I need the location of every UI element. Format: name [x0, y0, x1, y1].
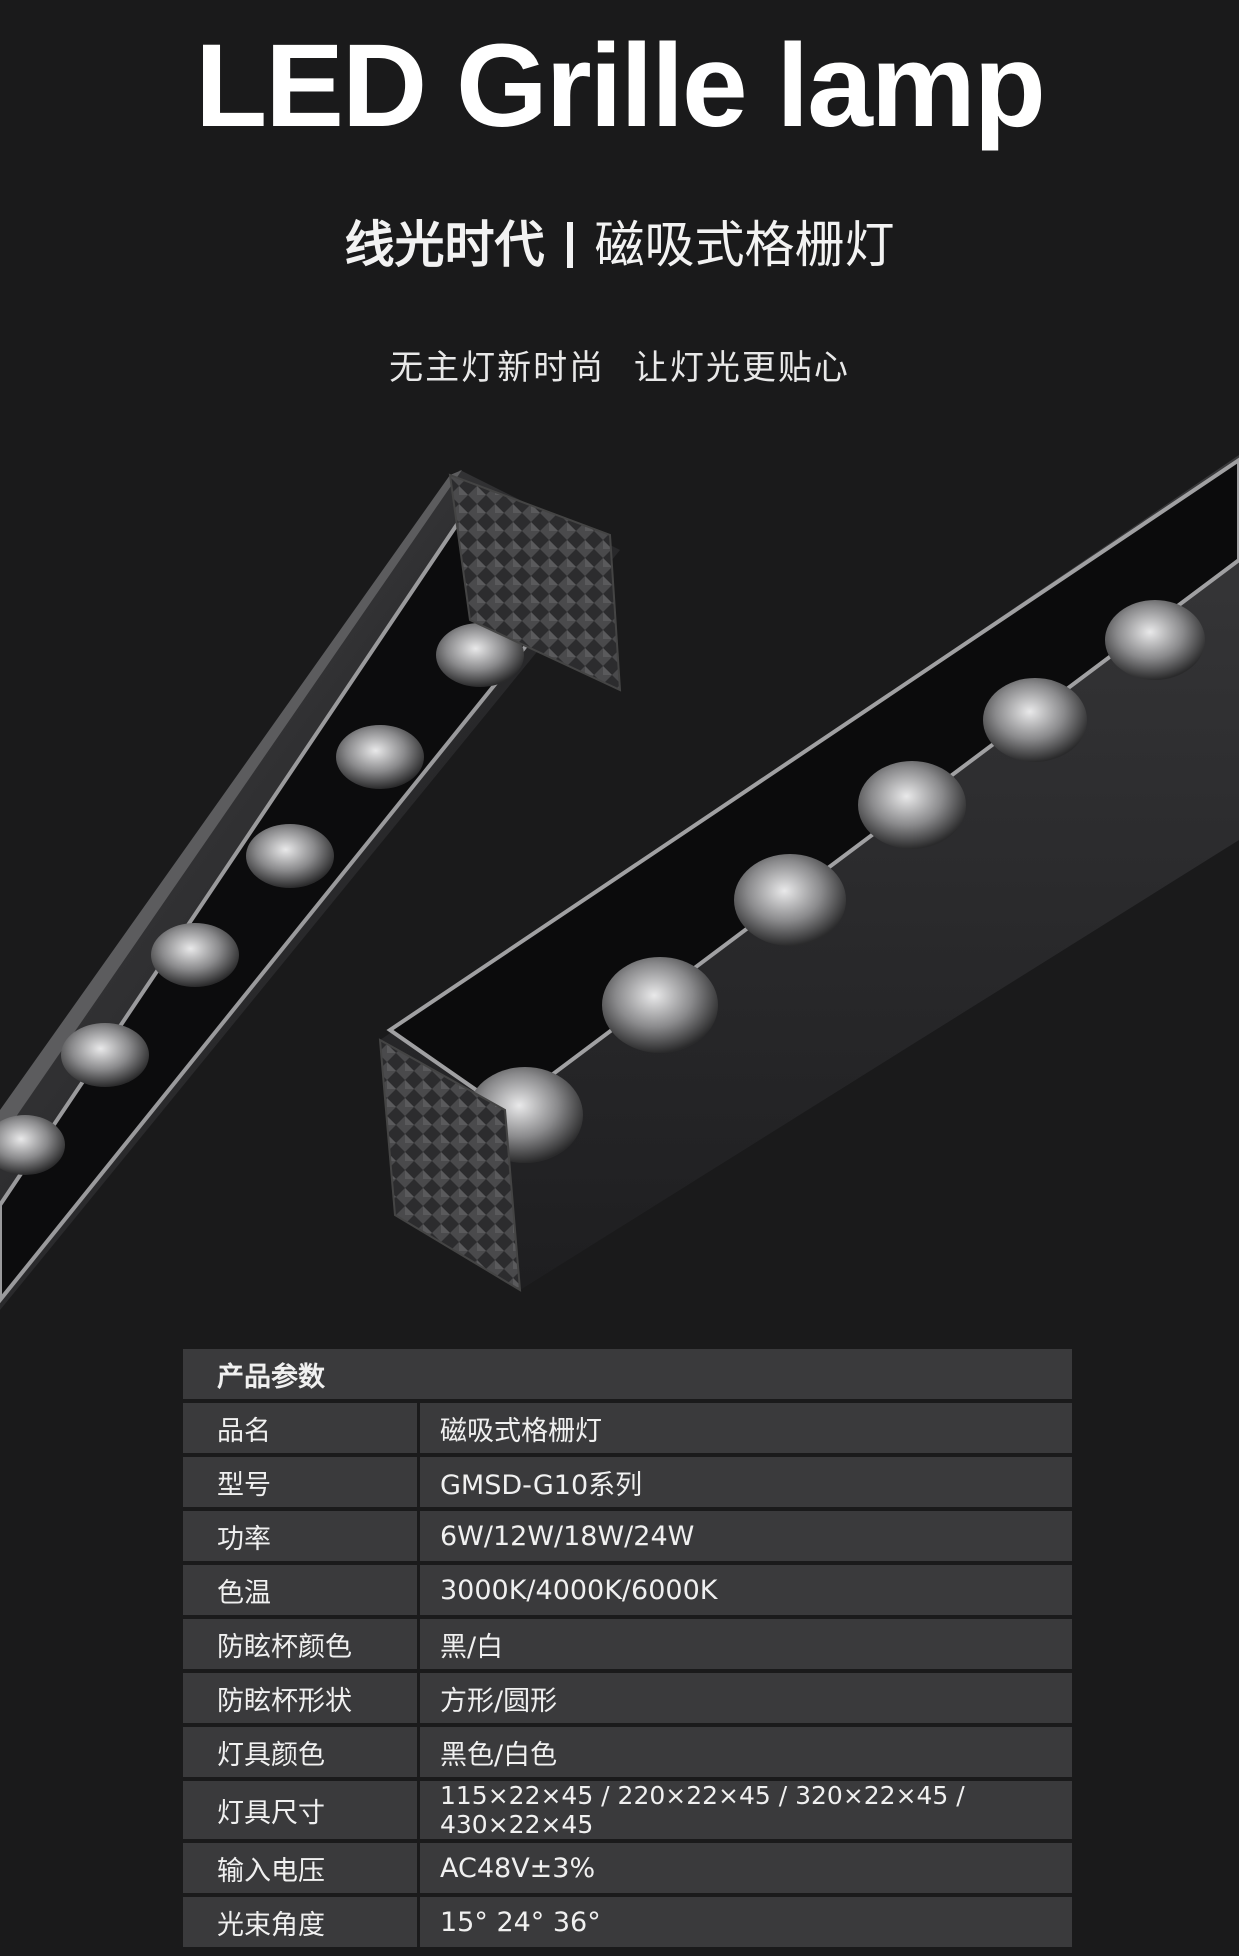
spec-label: 光束角度 [183, 1897, 417, 1947]
subtitle-left: 线光时代 [344, 216, 545, 274]
spec-label: 输入电压 [183, 1843, 417, 1893]
table-row: 防眩杯形状 方形/圆形 [183, 1673, 1072, 1723]
spec-value: 115×22×45 / 220×22×45 / 320×22×45 / 430×… [417, 1781, 1072, 1839]
left-lamp [0, 470, 622, 1310]
spec-label: 灯具尺寸 [183, 1781, 417, 1839]
spec-value: AC48V±3% [417, 1843, 1072, 1893]
table-row: 光束角度 15° 24° 36° [183, 1897, 1072, 1947]
spec-label: 防眩杯颜色 [183, 1619, 417, 1669]
spec-label: 灯具颜色 [183, 1727, 417, 1777]
spec-table-heading: 产品参数 [183, 1349, 1072, 1399]
table-row: 灯具颜色 黑色/白色 [183, 1727, 1072, 1777]
spec-value: 6W/12W/18W/24W [417, 1511, 1072, 1561]
spec-label: 品名 [183, 1403, 417, 1453]
spec-value: 黑色/白色 [417, 1727, 1072, 1777]
table-row: 功率 6W/12W/18W/24W [183, 1511, 1072, 1561]
tagline: 无主灯新时尚 让灯光更贴心 [389, 348, 850, 388]
spec-value: 15° 24° 36° [417, 1897, 1072, 1947]
spec-value: GMSD-G10系列 [417, 1457, 1072, 1507]
table-row: 灯具尺寸 115×22×45 / 220×22×45 / 320×22×45 /… [183, 1781, 1072, 1839]
spec-label: 功率 [183, 1511, 417, 1561]
spec-value: 方形/圆形 [417, 1673, 1072, 1723]
spec-table: 产品参数 品名 磁吸式格栅灯 型号 GMSD-G10系列 功率 6W/12W/1… [183, 1345, 1072, 1951]
spec-value: 黑/白 [417, 1619, 1072, 1669]
product-image [0, 455, 1239, 1310]
page-title: LED Grille lamp [195, 20, 1046, 152]
spec-value: 3000K/4000K/6000K [417, 1565, 1072, 1615]
spec-label: 防眩杯形状 [183, 1673, 417, 1723]
subtitle: 线光时代磁吸式格栅灯 [0, 205, 1239, 277]
table-row: 防眩杯颜色 黑/白 [183, 1619, 1072, 1669]
spec-table-header-row: 产品参数 [183, 1349, 1072, 1399]
table-row: 型号 GMSD-G10系列 [183, 1457, 1072, 1507]
spec-label: 型号 [183, 1457, 417, 1507]
table-row: 色温 3000K/4000K/6000K [183, 1565, 1072, 1615]
table-row: 输入电压 AC48V±3% [183, 1843, 1072, 1893]
spec-label: 色温 [183, 1565, 417, 1615]
subtitle-divider [566, 222, 573, 268]
right-lamp [378, 455, 1239, 1292]
table-row: 品名 磁吸式格栅灯 [183, 1403, 1072, 1453]
spec-value: 磁吸式格栅灯 [417, 1403, 1072, 1453]
subtitle-right: 磁吸式格栅灯 [594, 216, 895, 274]
